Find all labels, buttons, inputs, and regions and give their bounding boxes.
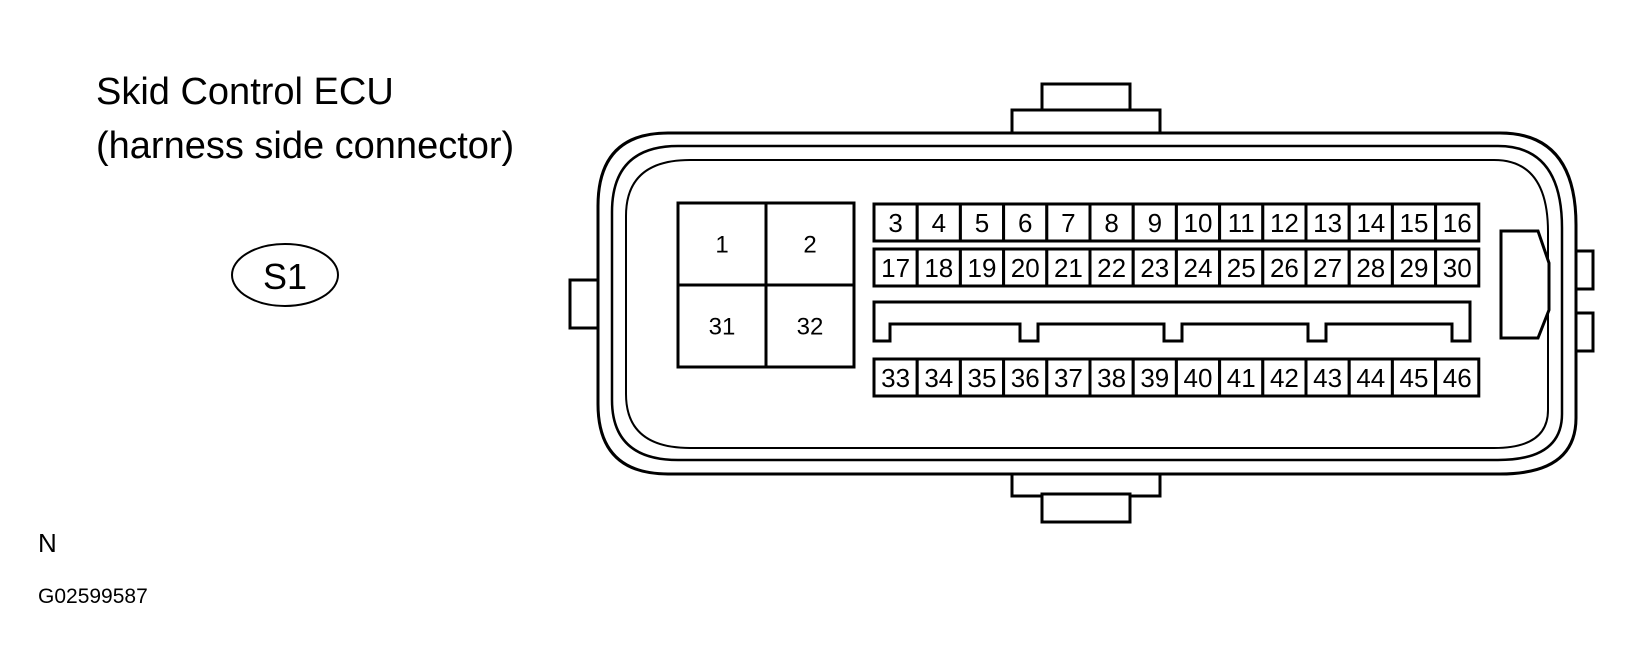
terminal-label-17: 17 bbox=[881, 253, 910, 283]
terminal-cell-12 bbox=[1261, 202, 1308, 243]
terminal-label-18: 18 bbox=[924, 253, 953, 283]
terminal-label-19: 19 bbox=[968, 253, 997, 283]
terminal-label-36: 36 bbox=[1011, 363, 1040, 393]
terminal-cell-16 bbox=[1434, 202, 1481, 243]
terminal-label-24: 24 bbox=[1184, 253, 1213, 283]
terminal-label-13: 13 bbox=[1313, 208, 1342, 238]
terminal-label-25: 25 bbox=[1227, 253, 1256, 283]
connector-housing-inner bbox=[610, 144, 1564, 462]
terminal-label-38: 38 bbox=[1097, 363, 1126, 393]
terminal-label-6: 6 bbox=[1018, 208, 1032, 238]
divider-rail bbox=[872, 300, 1472, 343]
terminal-label-40: 40 bbox=[1184, 363, 1213, 393]
left-key bbox=[568, 278, 602, 330]
terminal-cell-1 bbox=[676, 201, 768, 287]
terminal-label-27: 27 bbox=[1313, 253, 1342, 283]
terminal-cell-28 bbox=[1347, 247, 1394, 288]
terminal-label-41: 41 bbox=[1227, 363, 1256, 393]
top-latch-tab bbox=[1040, 82, 1132, 114]
terminal-cell-24 bbox=[1174, 247, 1222, 288]
terminal-cell-26 bbox=[1261, 247, 1308, 288]
terminal-label-7: 7 bbox=[1061, 208, 1075, 238]
terminal-cell-42 bbox=[1261, 357, 1308, 398]
terminal-label-34: 34 bbox=[924, 363, 953, 393]
top-latch-base bbox=[1010, 108, 1162, 136]
terminal-label-9: 9 bbox=[1148, 208, 1162, 238]
terminal-cell-44 bbox=[1347, 357, 1394, 398]
large-terminal-block: 1 2 31 32 bbox=[676, 201, 856, 369]
terminal-cell-21 bbox=[1045, 247, 1092, 288]
figure-id: G02599587 bbox=[38, 585, 148, 608]
terminal-cell-32 bbox=[764, 283, 856, 369]
terminal-label-20: 20 bbox=[1011, 253, 1040, 283]
terminal-label-16: 16 bbox=[1443, 208, 1472, 238]
terminal-label-15: 15 bbox=[1400, 208, 1429, 238]
terminal-cell-31 bbox=[676, 283, 768, 369]
terminal-label-26: 26 bbox=[1270, 253, 1299, 283]
terminal-cell-7 bbox=[1045, 202, 1092, 243]
connector-housing-rim bbox=[625, 159, 1549, 449]
terminal-label-21: 21 bbox=[1054, 253, 1083, 283]
terminal-label-29: 29 bbox=[1400, 253, 1429, 283]
terminal-cell-9 bbox=[1131, 202, 1178, 243]
terminal-label-14: 14 bbox=[1356, 208, 1385, 238]
terminal-label-31: 31 bbox=[709, 314, 736, 341]
terminal-cell-30 bbox=[1434, 247, 1481, 288]
terminal-label-8: 8 bbox=[1104, 208, 1118, 238]
terminal-label-1: 1 bbox=[715, 232, 728, 259]
terminal-cell-43 bbox=[1304, 357, 1351, 398]
footer-letter: N bbox=[38, 528, 57, 558]
terminal-cell-35 bbox=[958, 357, 1006, 398]
terminal-label-30: 30 bbox=[1443, 253, 1472, 283]
terminal-label-46: 46 bbox=[1443, 363, 1472, 393]
right-lock-tab bbox=[1499, 229, 1551, 340]
terminal-label-35: 35 bbox=[968, 363, 997, 393]
connector-code-badge bbox=[231, 243, 339, 307]
terminal-cell-6 bbox=[1002, 202, 1049, 243]
terminal-label-39: 39 bbox=[1140, 363, 1169, 393]
terminal-label-45: 45 bbox=[1400, 363, 1429, 393]
terminal-label-32: 32 bbox=[797, 314, 824, 341]
terminal-label-44: 44 bbox=[1356, 363, 1385, 393]
terminal-label-11: 11 bbox=[1228, 208, 1255, 238]
terminal-cell-11 bbox=[1218, 202, 1265, 243]
terminal-cell-41 bbox=[1218, 357, 1265, 398]
terminal-label-10: 10 bbox=[1184, 208, 1213, 238]
diagram-title-line2: (harness side connector) bbox=[96, 125, 515, 167]
terminal-label-28: 28 bbox=[1356, 253, 1385, 283]
terminal-cell-40 bbox=[1174, 357, 1222, 398]
terminal-cell-38 bbox=[1088, 357, 1135, 398]
terminal-cell-2 bbox=[764, 201, 856, 287]
terminal-label-23: 23 bbox=[1140, 253, 1169, 283]
diagram-title-line1: Skid Control ECU bbox=[96, 71, 394, 113]
terminal-label-43: 43 bbox=[1313, 363, 1342, 393]
terminal-label-4: 4 bbox=[932, 208, 946, 238]
bottom-latch-tab bbox=[1040, 492, 1132, 524]
terminal-cell-39 bbox=[1131, 357, 1178, 398]
terminal-label-42: 42 bbox=[1270, 363, 1299, 393]
terminal-cell-46 bbox=[1434, 357, 1481, 398]
terminal-cell-22 bbox=[1088, 247, 1135, 288]
terminal-label-22: 22 bbox=[1097, 253, 1126, 283]
connector-code: S1 bbox=[263, 256, 307, 297]
terminal-label-2: 2 bbox=[803, 232, 816, 259]
terminal-label-5: 5 bbox=[975, 208, 989, 238]
terminal-cell-36 bbox=[1002, 357, 1049, 398]
terminal-label-3: 3 bbox=[888, 208, 902, 238]
terminal-label-37: 37 bbox=[1054, 363, 1083, 393]
terminal-label-33: 33 bbox=[881, 363, 910, 393]
terminal-label-12: 12 bbox=[1270, 208, 1299, 238]
